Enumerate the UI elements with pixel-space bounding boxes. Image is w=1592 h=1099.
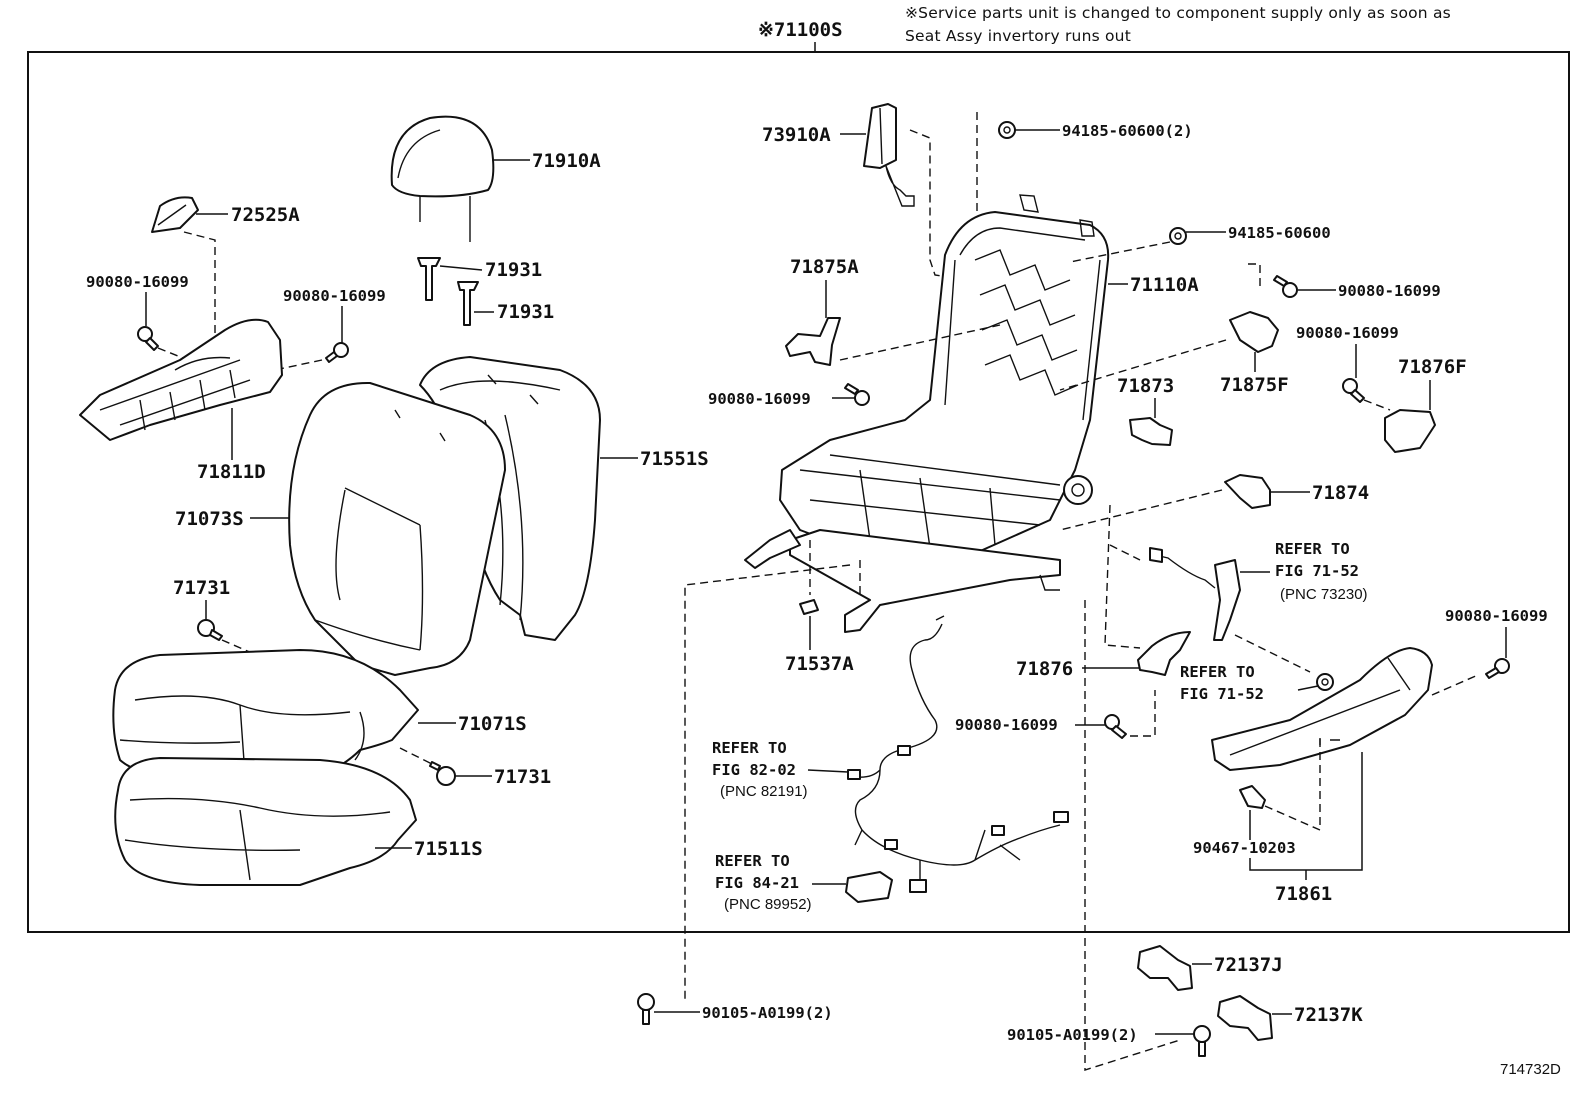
cushion-cover-71071S-drawing xyxy=(112,649,419,781)
screw-center-icon xyxy=(325,342,349,363)
part-90080-16099-center: 90080-16099 xyxy=(283,287,386,305)
part-90105-A0199-left: 90105-A0199(2) xyxy=(702,1004,833,1022)
part-71876F: 71876F xyxy=(1398,356,1467,378)
part-71861: 71861 xyxy=(1275,883,1332,905)
part-90080-16099-left: 90080-16099 xyxy=(86,273,189,291)
assembly-label: ※71100S xyxy=(758,19,843,41)
part-90080-16099-lower: 90080-16099 xyxy=(955,716,1058,734)
ref1-fig: FIG 71-52 xyxy=(1275,562,1359,580)
part-94185-60600: 94185-60600 xyxy=(1228,224,1331,242)
part-71875A: 71875A xyxy=(790,256,859,278)
airbag-73910A-drawing xyxy=(863,103,915,207)
part-71874: 71874 xyxy=(1312,482,1369,504)
part-71931-lower: 71931 xyxy=(497,301,554,323)
service-notice: ※Service parts unit is changed to compon… xyxy=(905,2,1451,48)
ref2-fig: FIG 71-52 xyxy=(1180,685,1264,703)
bracket-72137J-drawing xyxy=(1137,945,1193,991)
bracket-71876F-drawing xyxy=(1384,409,1436,453)
nut-right-icon xyxy=(1169,227,1187,245)
ref1-refer: REFER TO xyxy=(1275,540,1350,558)
part-72137K: 72137K xyxy=(1294,1004,1363,1026)
part-71537A: 71537A xyxy=(785,653,854,675)
bracket-71875F-drawing xyxy=(1229,311,1279,353)
part-73910A: 73910A xyxy=(762,124,831,146)
pin-upper-icon xyxy=(197,619,223,641)
part-90080-16099-cover: 90080-16099 xyxy=(1445,607,1548,625)
pin-lower-icon xyxy=(429,761,456,786)
part-71875F: 71875F xyxy=(1220,374,1289,396)
screw-left-icon xyxy=(137,326,159,351)
bracket-71873-drawing xyxy=(1129,417,1173,446)
clip-90467-drawing xyxy=(1239,785,1266,809)
part-72525A: 72525A xyxy=(231,204,300,226)
ref1-pnc: (PNC 73230) xyxy=(1280,586,1368,603)
service-notice-line2: Seat Assy invertory runs out xyxy=(905,27,1131,45)
diagram-frame xyxy=(27,51,1570,933)
nut-ref-icon xyxy=(1316,673,1334,691)
connector-89952-drawing xyxy=(845,871,893,903)
bracket-71876-drawing xyxy=(1137,631,1191,676)
bracket-71874-drawing xyxy=(1224,474,1271,509)
part-71731-lower: 71731 xyxy=(494,766,551,788)
part-71071S: 71071S xyxy=(458,713,527,735)
part-71551S: 71551S xyxy=(640,448,709,470)
part-90080-16099-right: 90080-16099 xyxy=(1338,282,1441,300)
pad-71537A-drawing xyxy=(799,599,819,615)
seatback-71073S-drawing xyxy=(288,381,506,676)
screw-right-icon xyxy=(1273,275,1298,298)
nut-top-icon xyxy=(998,121,1016,139)
knob-72525A-drawing xyxy=(151,196,199,233)
seatbelt-buckle-drawing xyxy=(1149,547,1241,641)
part-71811D: 71811D xyxy=(197,461,266,483)
bolt-bottom-left-icon xyxy=(637,993,655,1025)
service-notice-line1: ※Service parts unit is changed to compon… xyxy=(905,4,1451,22)
screw-cover-icon xyxy=(1485,658,1510,679)
part-72137J: 72137J xyxy=(1214,954,1283,976)
part-90080-16099-farright: 90080-16099 xyxy=(1296,324,1399,342)
cushion-pad-71511S-drawing xyxy=(114,757,417,886)
part-71511S: 71511S xyxy=(414,838,483,860)
part-90467-10203: 90467-10203 xyxy=(1193,839,1296,857)
side-shield-71811D-drawing xyxy=(79,318,283,441)
ref4-fig: FIG 84-21 xyxy=(715,874,799,892)
ref4-refer: REFER TO xyxy=(715,852,790,870)
wire-harness-drawing xyxy=(847,615,1069,893)
headrest-support-drawing xyxy=(417,257,479,326)
bracket-72137K-drawing xyxy=(1217,995,1273,1041)
figure-number: 714732D xyxy=(1500,1061,1561,1078)
bolt-bottom-right-icon xyxy=(1193,1025,1211,1057)
ref4-pnc: (PNC 89952) xyxy=(724,896,812,913)
screw-lower-icon xyxy=(1104,714,1127,739)
part-71073S: 71073S xyxy=(175,508,244,530)
ref3-pnc: (PNC 82191) xyxy=(720,783,808,800)
screw-farright-icon xyxy=(1342,378,1365,403)
side-cover-71861-drawing xyxy=(1211,647,1433,771)
ref2-refer: REFER TO xyxy=(1180,663,1255,681)
part-94185-60600-2: 94185-60600(2) xyxy=(1062,122,1193,140)
part-71910A: 71910A xyxy=(532,150,601,172)
ref3-fig: FIG 82-02 xyxy=(712,761,796,779)
headrest-drawing xyxy=(390,115,495,242)
part-71110A: 71110A xyxy=(1130,274,1199,296)
part-90080-16099-mid: 90080-16099 xyxy=(708,390,811,408)
part-71731-upper: 71731 xyxy=(173,577,230,599)
part-71876: 71876 xyxy=(1016,658,1073,680)
screw-mid-icon xyxy=(844,383,870,406)
part-71931-upper: 71931 xyxy=(485,259,542,281)
part-71873: 71873 xyxy=(1117,375,1174,397)
seat-frame-71110A-drawing xyxy=(744,194,1110,633)
bracket-71875A-drawing xyxy=(785,317,841,366)
part-90105-A0199-right: 90105-A0199(2) xyxy=(1007,1026,1138,1044)
ref3-refer: REFER TO xyxy=(712,739,787,757)
